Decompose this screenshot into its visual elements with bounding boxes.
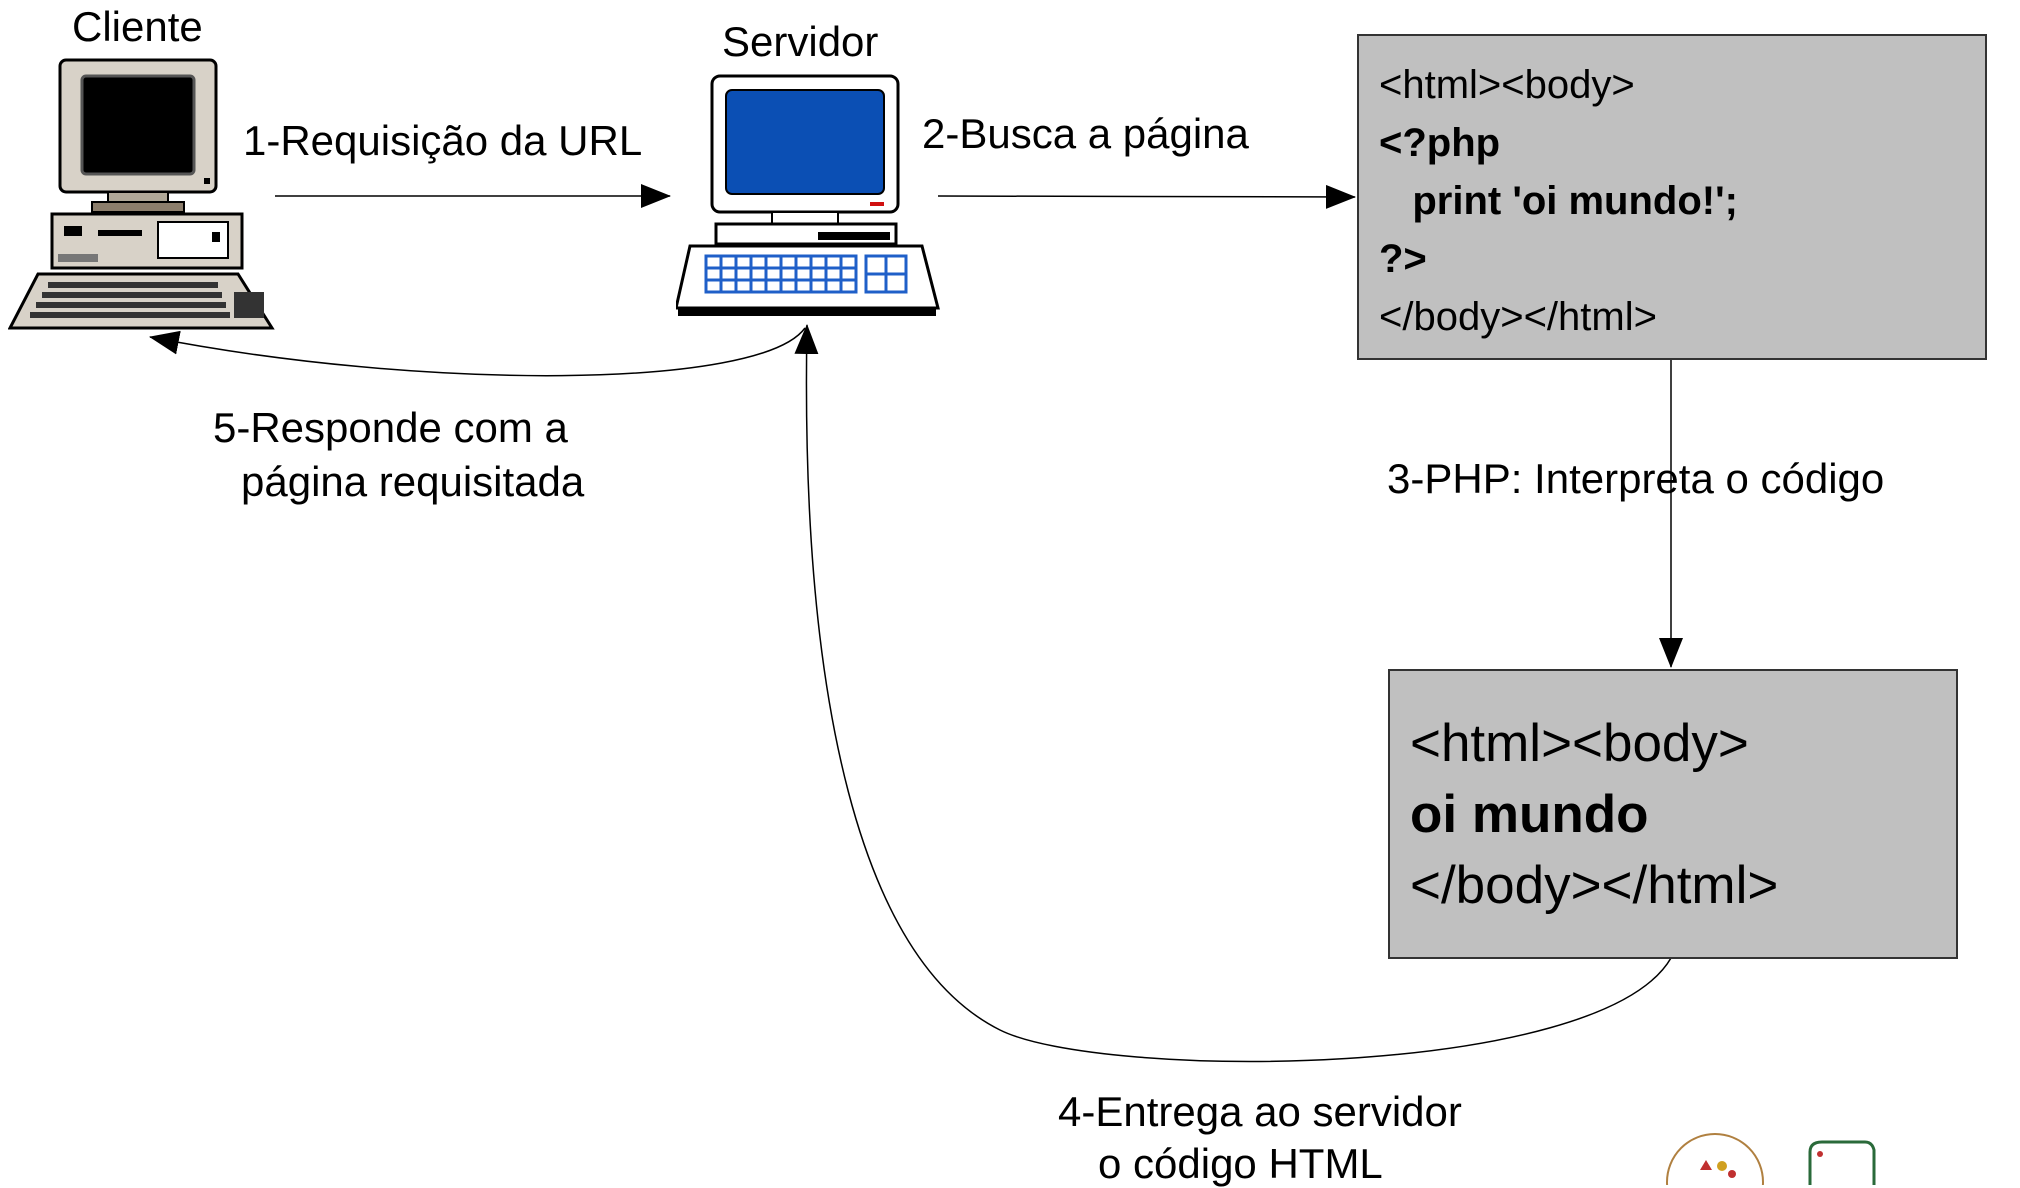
output-line: <html><body> bbox=[1410, 714, 1749, 773]
step5-label-line2: página requisitada bbox=[241, 458, 585, 505]
step3-label: 3-PHP: Interpreta o código bbox=[1387, 455, 1885, 502]
step4-label-line1: 4-Entrega ao servidor bbox=[1058, 1088, 1462, 1135]
code-line: <html><body> bbox=[1379, 63, 1635, 107]
php-source-box: <html><body> <?php print 'oi mundo!'; ?>… bbox=[1357, 34, 1987, 360]
arrow-deliver bbox=[794, 324, 1672, 1063]
university-logo-icon bbox=[1666, 1133, 1876, 1185]
client-label: Cliente bbox=[72, 3, 203, 50]
output-line: oi mundo bbox=[1410, 785, 1649, 844]
step2-label: 2-Busca a página bbox=[922, 110, 1249, 157]
server-label: Servidor bbox=[722, 18, 879, 65]
step5-label-line1: 5-Responde com a bbox=[213, 404, 568, 451]
client-computer-icon bbox=[8, 58, 275, 330]
step1-label: 1-Requisição da URL bbox=[243, 117, 643, 164]
html-output-box: <html><body> oi mundo </body></html> bbox=[1388, 669, 1958, 959]
arrow-respond bbox=[149, 327, 806, 377]
code-line: ?> bbox=[1379, 237, 1427, 281]
arrow-fetch bbox=[937, 184, 1356, 209]
server-computer-icon bbox=[676, 74, 940, 316]
code-line: </body></html> bbox=[1379, 295, 1657, 339]
step4-label-line2: o código HTML bbox=[1098, 1140, 1383, 1187]
code-line: print 'oi mundo!'; bbox=[1379, 179, 1738, 223]
output-line: </body></html> bbox=[1410, 856, 1779, 915]
code-line: <?php bbox=[1379, 121, 1501, 165]
